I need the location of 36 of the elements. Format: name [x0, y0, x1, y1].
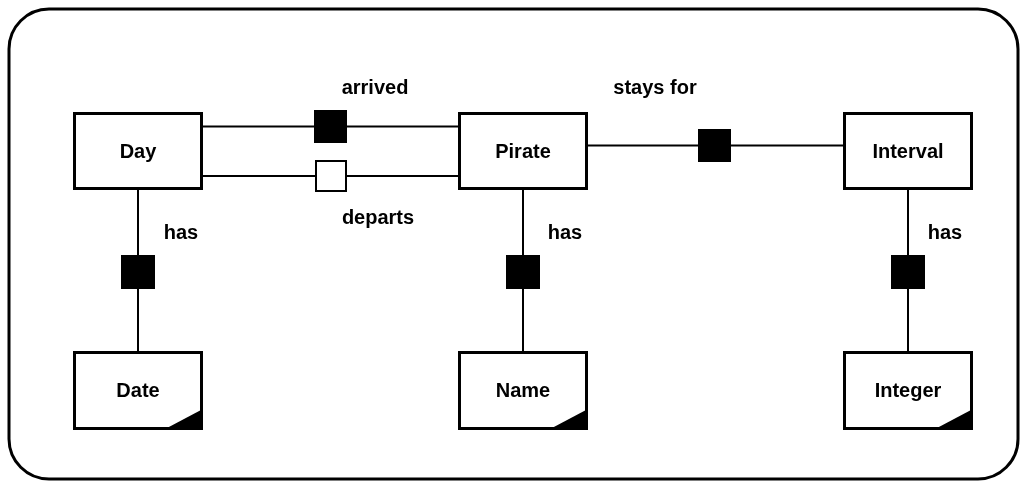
connector-line — [730, 144, 844, 147]
connector-line — [137, 288, 139, 352]
entity-box — [458, 112, 588, 190]
connector-line — [346, 175, 459, 177]
entity-label: Interval — [872, 139, 944, 163]
relation-label: has — [547, 220, 583, 244]
relation-label: arrived — [341, 75, 409, 99]
relation-label: has — [927, 220, 963, 244]
entity-label: Integer — [874, 379, 942, 402]
entity-box — [73, 112, 203, 190]
connector-line — [522, 189, 524, 256]
connector-line — [202, 175, 316, 177]
connector-line — [907, 288, 909, 352]
relation-label: has — [163, 220, 199, 244]
filled-role-box — [314, 110, 347, 143]
entity-label: Name — [495, 379, 551, 402]
value-type-box — [73, 351, 203, 430]
connector-line — [522, 288, 524, 352]
filled-role-box — [698, 129, 731, 162]
open-role-box — [315, 160, 347, 192]
entity-label: Day — [119, 139, 157, 163]
filled-role-box — [891, 255, 925, 289]
relation-label: departs — [341, 205, 415, 229]
connector-line — [202, 125, 315, 128]
value-type-box — [458, 351, 588, 430]
entity-label: Date — [116, 379, 160, 402]
connector-line — [907, 189, 909, 256]
value-type-box — [843, 351, 973, 430]
relation-label: stays for — [613, 75, 697, 99]
connector-line — [137, 189, 139, 256]
entity-box — [843, 112, 973, 190]
entity-label: Pirate — [495, 139, 551, 163]
connector-line — [346, 125, 459, 128]
filled-role-box — [121, 255, 155, 289]
filled-role-box — [506, 255, 540, 289]
connector-line — [587, 144, 699, 147]
